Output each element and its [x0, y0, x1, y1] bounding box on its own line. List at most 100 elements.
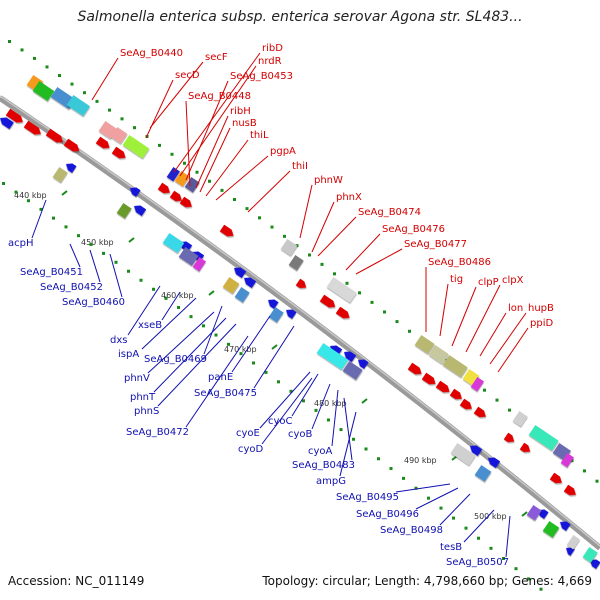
minor-tick [383, 310, 386, 314]
forward-gene-label: SeAg_B0477 [404, 239, 467, 250]
forward-gene-arrow [157, 182, 170, 194]
minor-tick [258, 216, 261, 220]
reverse-label-connector [203, 305, 223, 355]
forward-label-connector [185, 80, 229, 181]
forward-gene-arrow [449, 388, 462, 400]
forward-label-connector [465, 284, 501, 353]
reverse-label-connector [261, 377, 313, 445]
forward-gene-arrow [95, 136, 110, 149]
reverse-gene-label: xseB [138, 320, 162, 331]
forward-gene-label: pgpA [270, 146, 296, 157]
reverse-gene-label: acpH [8, 238, 34, 249]
forward-gene-label: phnX [336, 192, 362, 203]
minor-tick [120, 117, 124, 121]
minor-tick [358, 291, 361, 295]
feature-block [98, 121, 117, 139]
reverse-gene-label: SeAg_B0472 [126, 427, 189, 438]
reverse-gene-label: ispA [118, 349, 139, 360]
forward-gene-label: thiL [250, 130, 269, 141]
forward-label-connector [497, 327, 529, 373]
feature-block [528, 425, 559, 451]
reverse-label-connector [311, 383, 331, 430]
minor-tick [158, 143, 161, 147]
minor-tick [202, 324, 205, 328]
reverse-gene-arrow [268, 299, 279, 309]
minor-tick [152, 287, 155, 291]
reverse-label-connector [69, 243, 81, 268]
feature-block [184, 177, 200, 193]
minor-tick [320, 262, 324, 266]
minor-tick [20, 48, 24, 52]
forward-gene-arrow [473, 406, 486, 418]
minor-tick [39, 207, 43, 211]
forward-gene-arrow [549, 472, 562, 484]
reverse-label-connector [109, 253, 123, 298]
tick-label: 480 kbp [314, 399, 347, 408]
forward-gene-arrow [335, 306, 350, 319]
forward-gene-label: secD [175, 70, 200, 81]
forward-gene-arrow [319, 294, 336, 308]
reverse-gene-arrow [358, 359, 369, 369]
feature-block [162, 233, 185, 254]
forward-label-connector [299, 184, 313, 239]
minor-tick [427, 496, 430, 500]
feature-block [342, 361, 363, 380]
forward-label-connector [247, 170, 291, 213]
minor-tick [439, 506, 443, 510]
minor-tick [52, 216, 55, 220]
minor-tick [327, 418, 330, 422]
forward-label-connector [195, 115, 229, 189]
reverse-gene-arrow [560, 521, 571, 531]
reverse-label-connector [231, 315, 271, 373]
minor-tick [189, 315, 193, 319]
minor-tick [214, 333, 218, 337]
forward-gene-arrow [111, 146, 126, 159]
reverse-gene-label: panE [208, 372, 233, 383]
forward-gene-label: SeAg_B0453 [230, 71, 293, 82]
reverse-gene-label: cyoC [268, 416, 293, 427]
reverse-label-connector [395, 483, 451, 493]
reverse-label-connector [141, 297, 197, 350]
minor-tick [514, 567, 518, 571]
minor-tick [389, 467, 393, 471]
minor-tick [89, 242, 93, 246]
reverse-gene-label: SeAg_B0507 [446, 557, 509, 568]
reverse-label-connector [161, 291, 181, 321]
reverse-label-connector [153, 317, 227, 393]
forward-gene-arrow [45, 128, 63, 143]
minor-tick [308, 253, 311, 257]
minor-tick [170, 152, 174, 156]
minor-tick [208, 179, 211, 183]
feature-block [414, 335, 435, 354]
map-title: Salmonella enterica subsp. enterica sero… [77, 9, 523, 25]
feature-block [526, 505, 542, 521]
reverse-gene-label: phnS [134, 406, 159, 417]
minor-tick [108, 108, 111, 112]
minor-tick [64, 225, 68, 229]
reverse-label-connector [127, 285, 161, 336]
forward-gene-label: SeAg_B0440 [120, 48, 183, 59]
forward-gene-arrow [63, 138, 80, 152]
minor-tick [377, 457, 380, 461]
forward-gene-label: secF [205, 52, 228, 63]
minor-tick [283, 234, 286, 238]
minor-tick [508, 408, 511, 412]
minor-tick [345, 281, 349, 285]
feature-block [222, 277, 240, 294]
forward-gene-arrow [5, 108, 23, 123]
minor-tick [314, 408, 318, 412]
minor-tick [483, 388, 486, 392]
feature-block [280, 239, 298, 256]
feature-block [66, 95, 90, 117]
feature-block [174, 171, 190, 187]
feature-block [166, 167, 180, 182]
feature-block [192, 257, 206, 272]
forward-gene-arrow [219, 224, 234, 237]
tick-mark [521, 511, 528, 517]
reverse-gene-arrow [344, 351, 357, 363]
minor-tick [270, 225, 274, 229]
forward-gene-label: SeAg_B0476 [382, 224, 445, 235]
genome-backbone [0, 95, 600, 551]
